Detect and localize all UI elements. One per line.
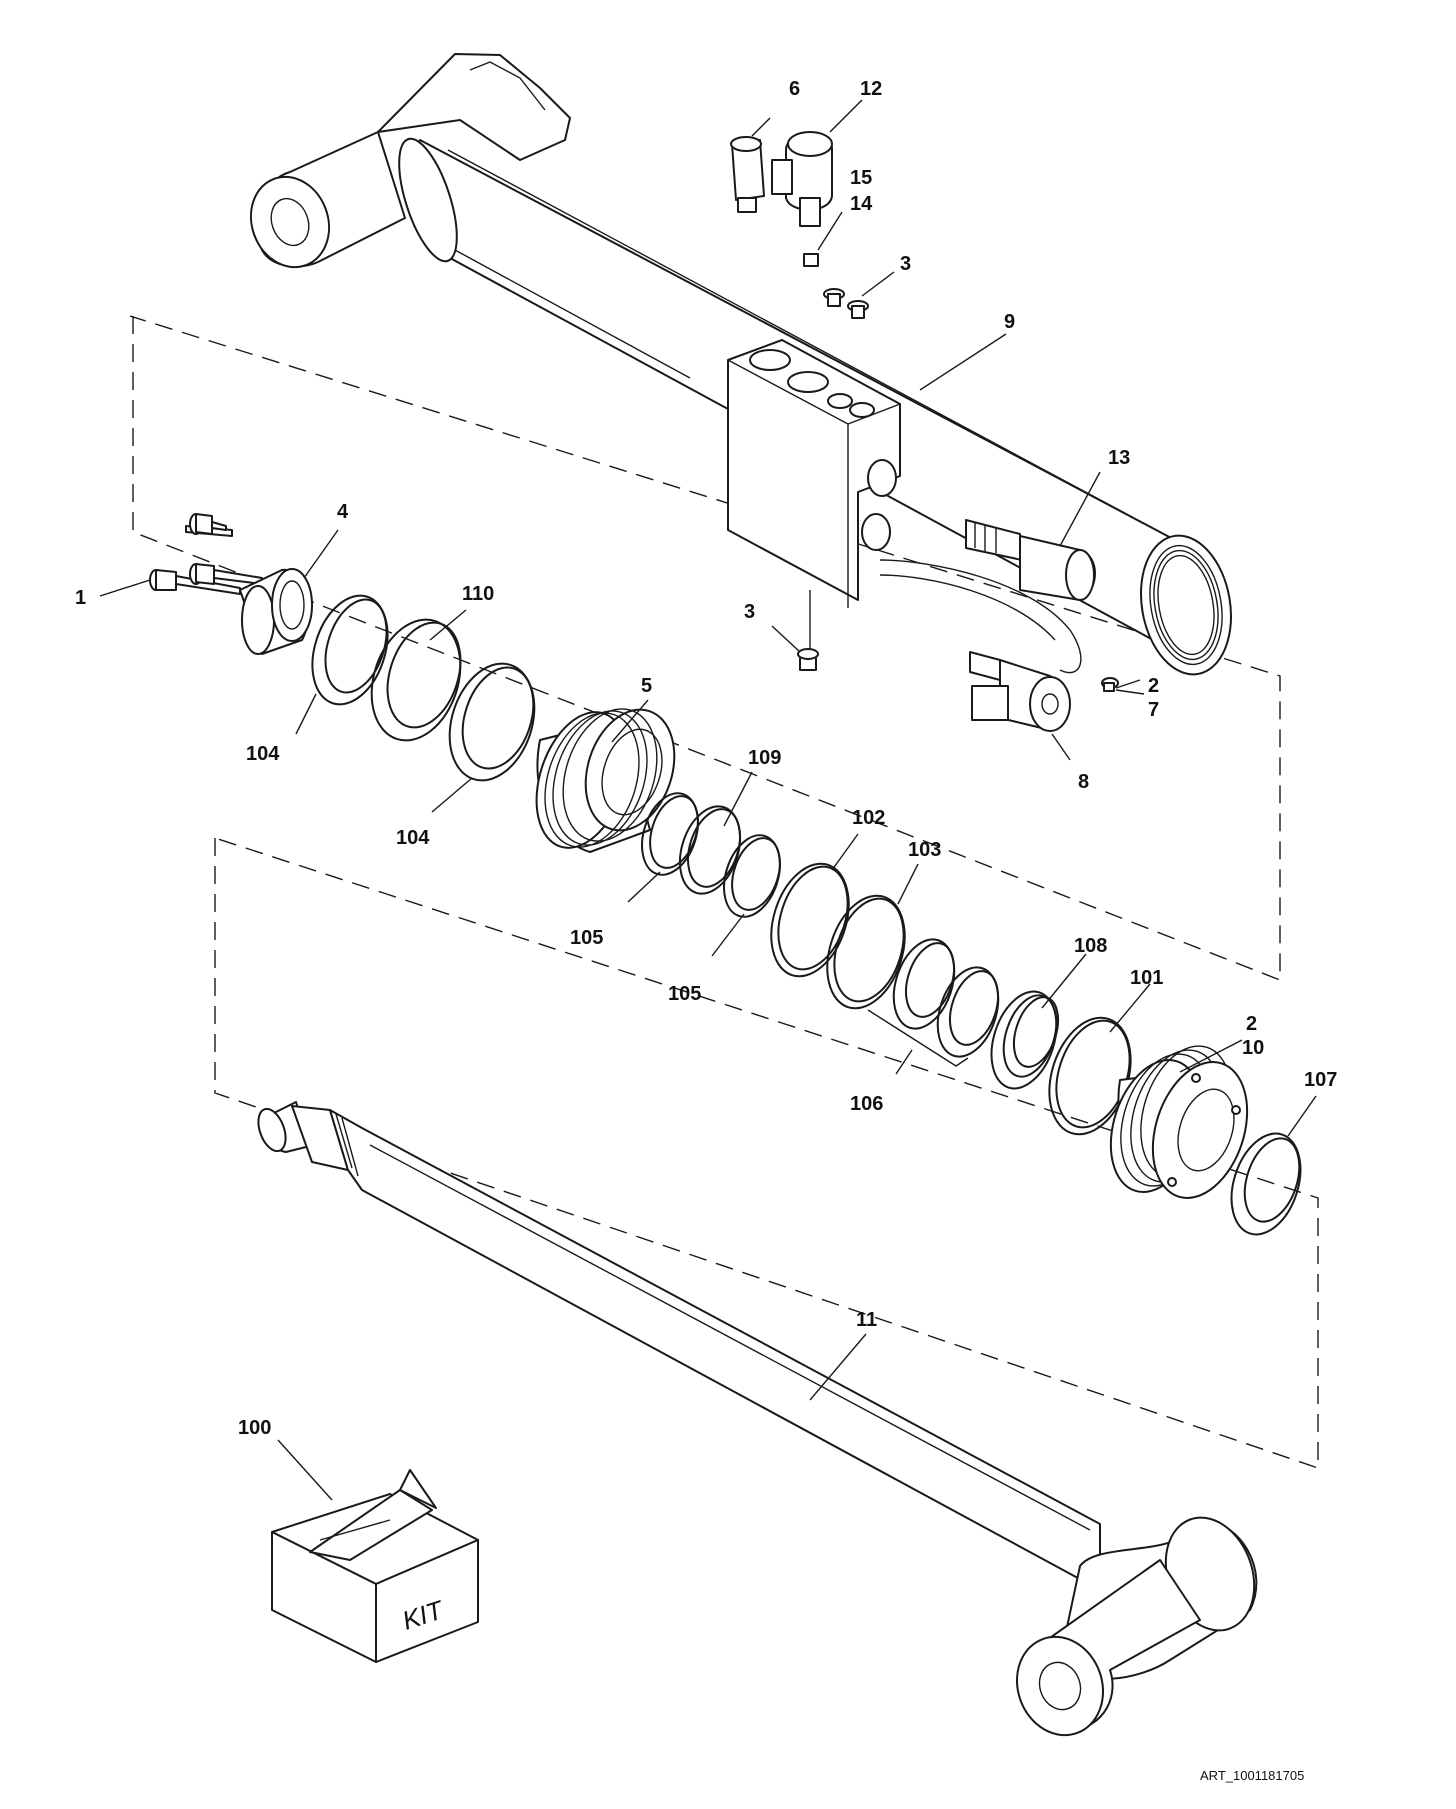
seal-106-a [892, 938, 956, 1030]
seal-104-b [448, 662, 536, 782]
callout-8: 8 [1078, 771, 1089, 793]
plug-bottom [797, 648, 819, 671]
pressure-switch [730, 136, 765, 213]
gland-head [1109, 1045, 1249, 1199]
callout-14: 14 [850, 193, 873, 215]
callout-labels: 1 2 2 3 3 4 5 6 7 8 9 10 11 12 13 14 15 … [75, 78, 1337, 1439]
callout-4: 4 [337, 501, 349, 523]
callout-100: 100 [238, 1417, 271, 1439]
piston [535, 708, 676, 853]
valve-block [727, 339, 1082, 674]
callout-104: 104 [246, 743, 280, 765]
callout-3: 3 [744, 601, 755, 623]
seal-106-b [936, 966, 1000, 1058]
callout-15: 15 [850, 167, 872, 189]
callout-104: 104 [396, 827, 430, 849]
callout-108: 108 [1074, 935, 1107, 957]
ring-110 [370, 618, 462, 742]
solenoid-valve-top [771, 131, 833, 227]
callout-103: 103 [908, 839, 941, 861]
art-reference: ART_1001181705 [1200, 1768, 1304, 1783]
callout-2: 2 [1246, 1013, 1257, 1035]
oring-103 [826, 894, 906, 1010]
wiper-107 [1230, 1132, 1302, 1236]
oring-102 [770, 862, 850, 978]
wiper-108 [990, 990, 1060, 1090]
callout-107: 107 [1304, 1069, 1337, 1091]
callout-105: 105 [570, 927, 603, 949]
flange [239, 568, 313, 655]
callout-9: 9 [1004, 311, 1015, 333]
ring-109 [678, 805, 742, 895]
callout-1: 1 [75, 587, 86, 609]
plug-pair-top [823, 288, 869, 319]
leader-lines [99, 99, 1317, 1501]
callout-105: 105 [668, 983, 701, 1005]
callout-102: 102 [852, 807, 885, 829]
callout-2: 2 [1148, 675, 1159, 697]
bolts [149, 513, 263, 595]
callout-106: 106 [850, 1093, 883, 1115]
small-fitting [1101, 677, 1119, 692]
piston-rod [257, 1101, 1258, 1737]
solenoid-valve-side [969, 651, 1071, 732]
kit-box: KIT [271, 1469, 479, 1663]
callout-6: 6 [789, 78, 800, 100]
callout-10: 10 [1242, 1037, 1264, 1059]
callout-5: 5 [641, 675, 652, 697]
assembly-guide-lines [129, 315, 1319, 1469]
callout-11: 11 [856, 1309, 877, 1331]
callout-109: 109 [748, 747, 781, 769]
callout-13: 13 [1108, 447, 1130, 469]
seal-104-a [311, 594, 389, 706]
cartridge-valve [965, 519, 1096, 601]
callout-101: 101 [1130, 967, 1163, 989]
orifice-plug [803, 253, 819, 267]
ring-105-b [723, 834, 781, 918]
callout-7: 7 [1148, 699, 1159, 721]
callout-12: 12 [860, 78, 882, 100]
callout-3: 3 [900, 253, 911, 275]
callout-110: 110 [462, 583, 494, 605]
